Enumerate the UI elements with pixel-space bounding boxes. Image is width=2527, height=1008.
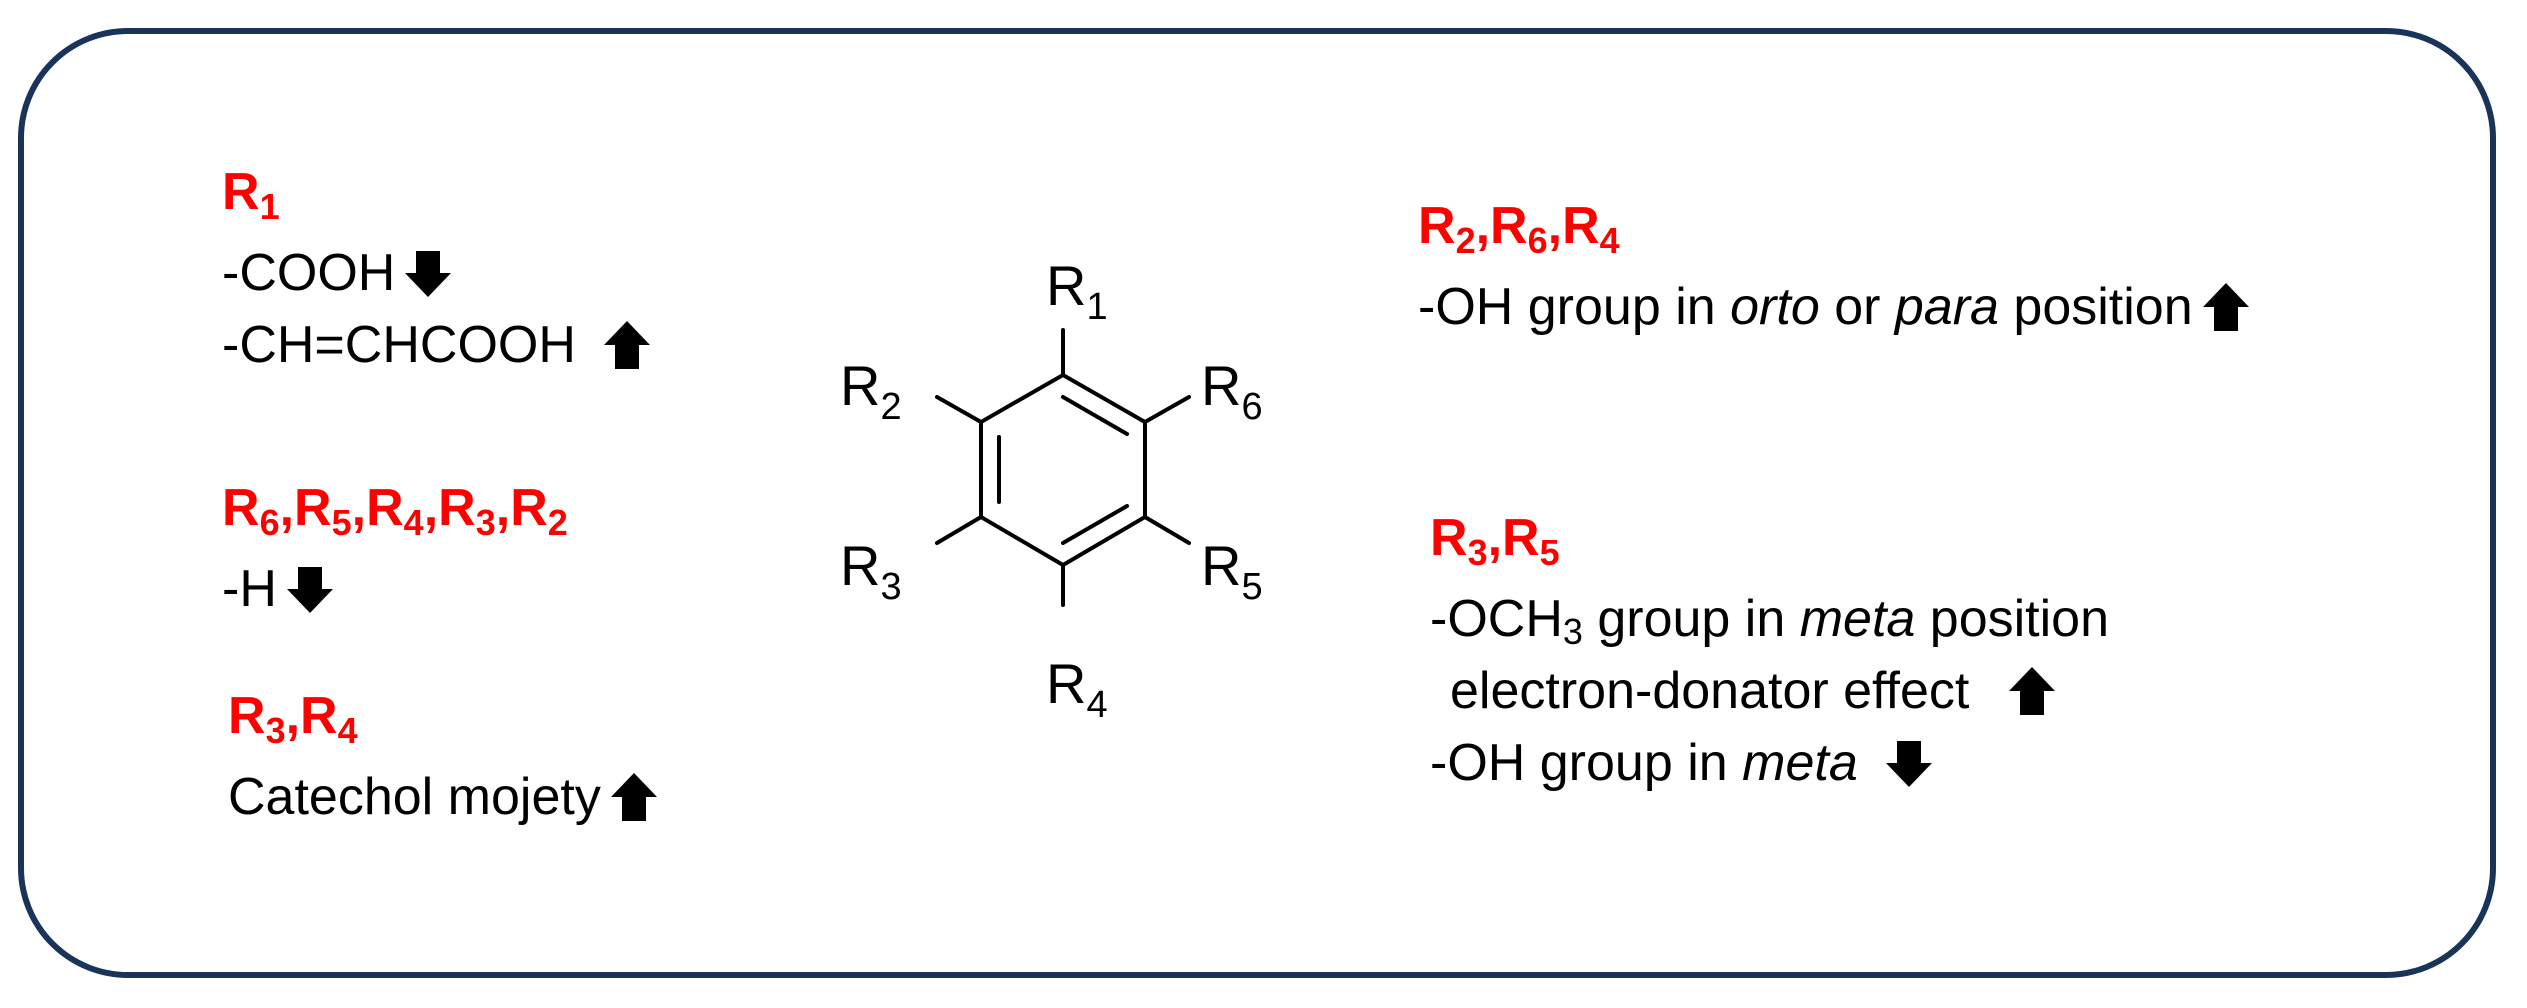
substituent-r4: R4 [1046,652,1108,726]
right-group-r3-r5: R3,R5 -OCH3 group in meta position elect… [1430,508,2109,799]
up-arrow-icon [2007,665,2057,717]
down-arrow-icon [1884,737,1934,789]
up-arrow-icon [2201,281,2251,333]
rounded-frame [18,28,2496,978]
group-label: R2,R6,R4 [1418,197,1620,261]
substituent-line: -COOH [222,237,652,309]
group-label: R3,R5 [1430,509,1560,573]
substituent-line: Catechol mojety [228,761,659,833]
left-group-r1: R1 -COOH -CH=CHCOOH [222,162,652,381]
left-group-r6-r2: R6,R5,R4,R3,R2 -H [222,478,568,625]
ring-bonds [935,328,1191,607]
svg-text:R4: R4 [1046,652,1108,726]
group-label: R6,R5,R4,R3,R2 [222,479,568,543]
substituent-line: -CH=CHCOOH [222,309,652,381]
substituent-line: -OH group in meta [1430,727,2109,799]
substituent-r6: R6 [1201,354,1263,428]
svg-text:R5: R5 [1201,534,1263,608]
substituent-line: -OCH3 group in meta position [1430,590,2110,652]
substituent-line: -H [222,553,568,625]
group-label: R1 [222,163,280,227]
substituent-r2: R2 [840,354,902,428]
down-arrow-icon [285,563,335,615]
group-label: R3,R4 [228,687,358,751]
substituent-line: electron-donator effect [1430,655,2109,727]
svg-text:R6: R6 [1201,354,1263,428]
substituent-r3: R3 [840,534,902,608]
up-arrow-icon [602,319,652,371]
right-group-r2-r6-r4: R2,R6,R4 -OH group in orto or para posit… [1418,196,2251,343]
down-arrow-icon [403,247,453,299]
svg-text:R2: R2 [840,354,902,428]
substituent-line: -OH group in orto or para position [1418,271,2251,343]
benzene-ring-structure: R1 R2 R6 R3 R5 R4 [840,255,1263,726]
up-arrow-icon [609,771,659,823]
svg-text:R3: R3 [840,534,902,608]
substituent-r1: R1 [1046,255,1108,328]
left-group-r3-r4: R3,R4 Catechol mojety [228,686,659,833]
substituent-r5: R5 [1201,534,1263,608]
svg-text:R1: R1 [1046,255,1108,328]
